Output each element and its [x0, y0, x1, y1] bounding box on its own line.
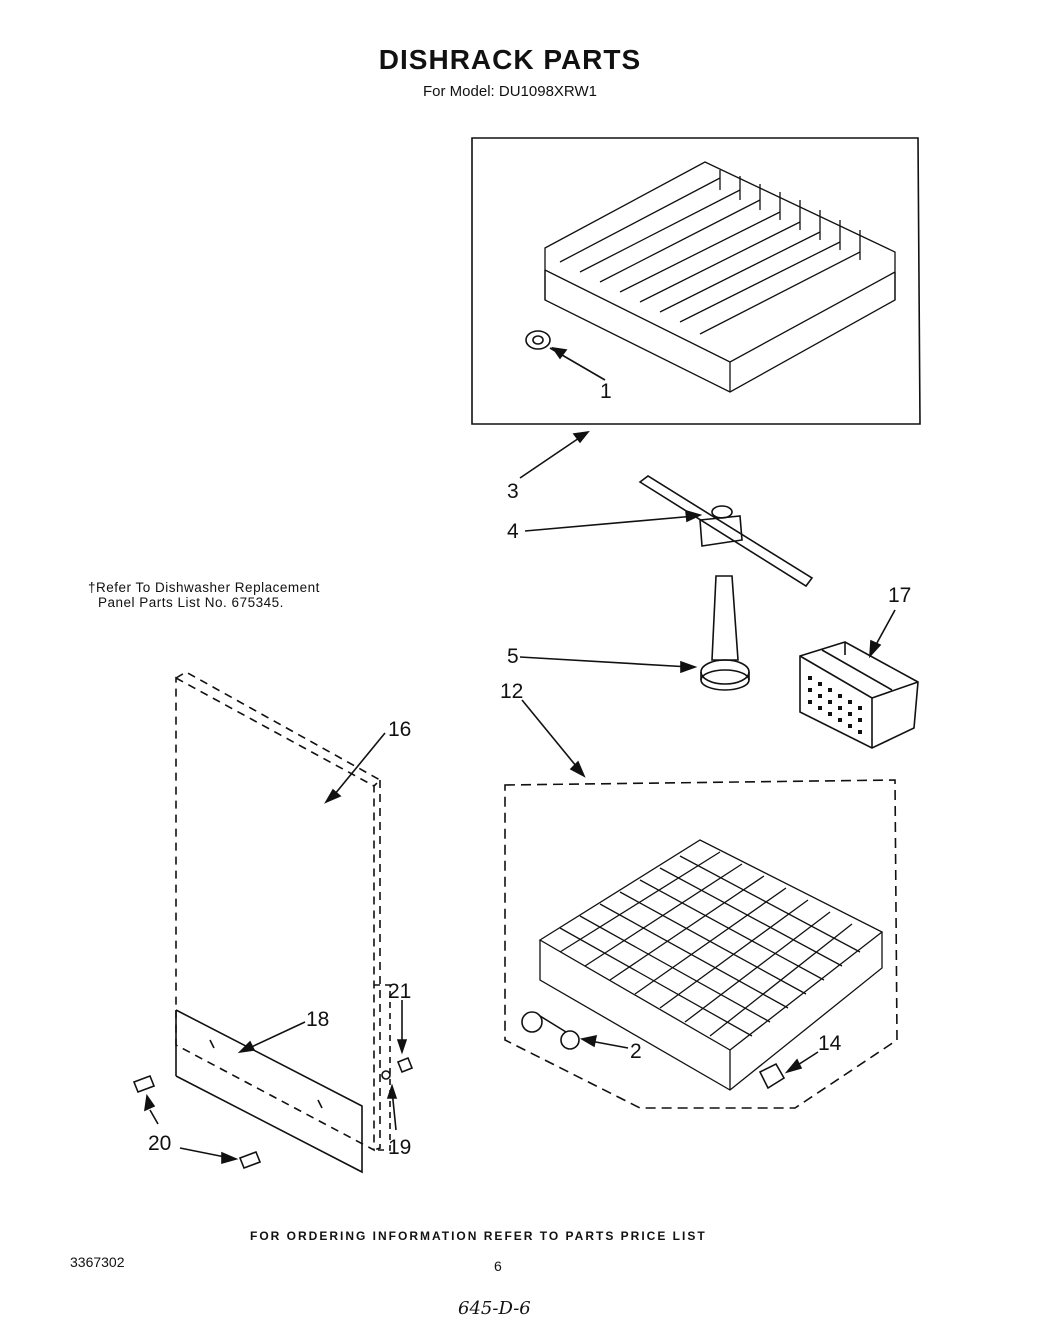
- document-number: 3367302: [70, 1254, 125, 1270]
- handwritten-code: 645-D-6: [458, 1298, 531, 1319]
- callout-1: 1: [600, 380, 612, 403]
- note-line-2: Panel Parts List No. 675345.: [98, 595, 284, 610]
- upper-rack: [544, 161, 896, 393]
- upper-rack-frame: [471, 137, 921, 425]
- access-panel-part: [175, 1009, 363, 1174]
- callout-19: 19: [388, 1136, 412, 1159]
- callout-20: 20: [148, 1132, 172, 1155]
- note-line-1: †Refer To Dishwasher Replacement: [88, 580, 320, 595]
- page-title: DISHRACK PARTS: [378, 44, 642, 75]
- callout-21: 21: [388, 980, 412, 1003]
- callout-5: 5: [507, 645, 519, 668]
- rack-wheel-part: [521, 1011, 580, 1050]
- lower-rack-frame: [504, 779, 898, 1109]
- callout-3: 3: [507, 480, 519, 503]
- callout-16: 16: [388, 718, 412, 741]
- ordering-footer: FOR ORDERING INFORMATION REFER TO PARTS …: [250, 1229, 707, 1243]
- callout-14: 14: [818, 1032, 842, 1055]
- nut-part: [396, 1056, 414, 1074]
- cap-part: [758, 1062, 786, 1090]
- callout-18: 18: [306, 1008, 330, 1031]
- callout-12: 12: [500, 680, 524, 703]
- door-panel: [175, 671, 382, 1152]
- callout-2: 2: [630, 1040, 642, 1063]
- callout-4: 4: [507, 520, 519, 543]
- washer-part: [381, 1070, 391, 1080]
- page-number: 6: [494, 1258, 502, 1274]
- screw-part: [238, 1150, 262, 1170]
- lower-rack: [538, 839, 884, 1091]
- replacement-note: †Refer To Dishwasher Replacement Panel P…: [88, 580, 320, 610]
- spray-arm-support-part: [700, 575, 750, 691]
- callout-17: 17: [888, 584, 912, 607]
- screw-part: [132, 1074, 156, 1094]
- spray-arm-part: [638, 475, 814, 588]
- silverware-basket-part: [799, 641, 919, 749]
- rack-stop-part: [525, 330, 551, 350]
- model-subtitle: For Model: DU1098XRW1: [423, 83, 597, 100]
